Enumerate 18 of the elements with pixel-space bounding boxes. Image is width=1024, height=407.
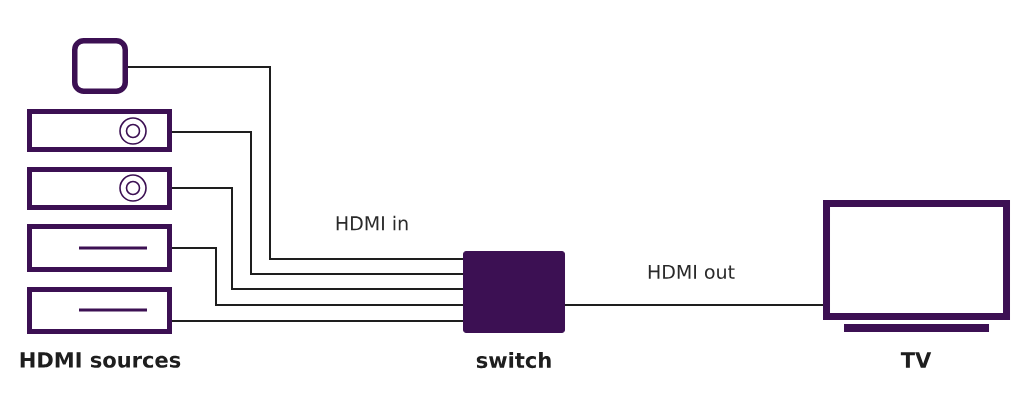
group-label: HDMI sources	[20, 352, 181, 368]
connector-line	[171, 320, 464, 322]
edge-label: HDMI out	[644, 262, 738, 282]
device-box	[27, 287, 172, 334]
device-box	[27, 167, 172, 210]
connector-line	[171, 187, 464, 290]
connector-line	[564, 304, 824, 306]
tv-screen	[823, 200, 1010, 332]
connector-line	[127, 66, 464, 260]
edge-label: HDMI in	[332, 213, 412, 233]
node-label: TV	[900, 352, 932, 368]
device-box	[27, 109, 172, 152]
connector-line	[171, 247, 464, 306]
device-box	[27, 224, 172, 272]
node-label: switch	[476, 351, 551, 369]
connector-line	[171, 131, 464, 275]
switch-box	[463, 251, 565, 333]
device-box	[72, 38, 128, 94]
